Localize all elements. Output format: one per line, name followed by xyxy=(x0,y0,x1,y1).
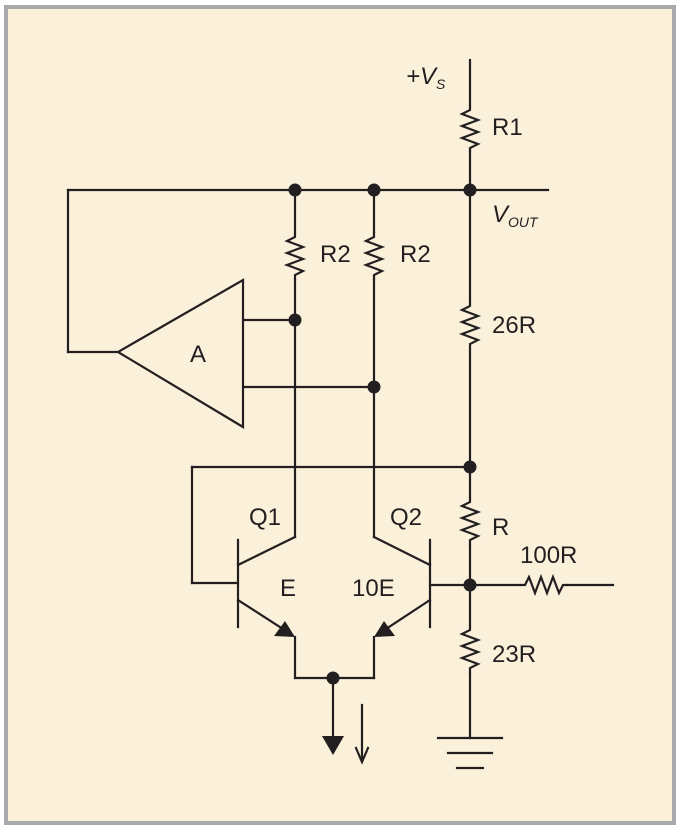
q2-emitter-arrow xyxy=(374,621,395,637)
resistor-26r xyxy=(458,300,482,350)
resistor-r2-right xyxy=(362,232,386,280)
junction-dot xyxy=(367,380,381,394)
right-r2-branch xyxy=(241,188,386,539)
diagram-frame xyxy=(4,5,676,825)
resistor-100r xyxy=(520,573,568,597)
label-23r: 23R xyxy=(492,641,536,668)
current-direction-arrow xyxy=(354,746,370,765)
resistor-r xyxy=(458,497,482,545)
supply-label: +VS xyxy=(406,63,446,92)
branch-100r xyxy=(468,573,615,597)
tail-current-arrow xyxy=(322,736,344,755)
label-amplifier: A xyxy=(190,341,206,368)
ground-icon xyxy=(436,736,504,770)
transistor-q1 xyxy=(236,535,297,680)
label-r: R xyxy=(492,514,509,541)
tail-current-source xyxy=(293,676,376,765)
label-r1: R1 xyxy=(492,114,523,141)
junction-dot xyxy=(326,671,340,685)
label-emitter-10e: 10E xyxy=(352,575,395,602)
resistor-23r xyxy=(458,625,482,673)
resistor-r2-left xyxy=(283,232,307,280)
junction-dot xyxy=(288,183,302,197)
label-26r: 26R xyxy=(492,312,536,339)
label-100r: 100R xyxy=(520,542,577,569)
vout-label: VOUT xyxy=(492,201,539,230)
junction-dot xyxy=(463,183,477,197)
transistor-q2 xyxy=(372,535,472,680)
junction-dot xyxy=(367,183,381,197)
junction-dot xyxy=(288,313,302,327)
label-q1: Q1 xyxy=(249,504,281,531)
label-q2: Q2 xyxy=(390,504,422,531)
junction-dots xyxy=(288,183,477,685)
amplifier-a xyxy=(115,278,245,429)
junction-dot xyxy=(463,578,477,592)
label-emitter-e: E xyxy=(280,575,296,602)
supply-rail xyxy=(458,58,482,740)
q1-emitter-arrow xyxy=(274,621,295,637)
base-bias-wire xyxy=(190,465,472,585)
junction-dot xyxy=(463,460,477,474)
resistor-r1 xyxy=(458,105,482,152)
label-r2-left: R2 xyxy=(320,241,351,268)
label-r2-right: R2 xyxy=(400,241,431,268)
